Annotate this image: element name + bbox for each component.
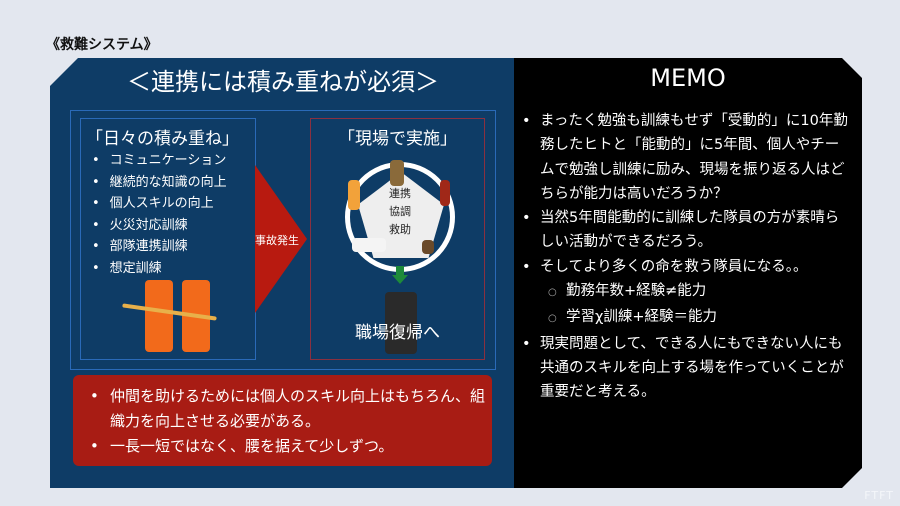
memo-list: まったく勉強も訓練もせず「受動的」に10年勤務したヒトと「能動的」に5年間、個人… <box>522 109 852 405</box>
main-title: ＜連携には積み重ねが必須＞ <box>127 68 439 96</box>
on-site-title: 「現場で実施」 <box>338 129 457 149</box>
list-item: 火災対応訓練 <box>92 215 227 237</box>
memo-title: MEMO <box>650 64 726 92</box>
list-item: 現実問題として、できる人にもできない人にも共通のスキルを向上する場を作っていくこ… <box>522 332 852 405</box>
list-item: 部隊連携訓練 <box>92 236 227 258</box>
list-item: 仲間を助けるためには個人のスキル向上はもちろん、組織力を向上させる必要がある。 <box>90 384 485 434</box>
list-item: 当然5年間能動的に訓練した隊員の方が素晴らしい活動ができるだろう。 <box>522 206 852 255</box>
list-item: そしてより多くの命を救う隊員になる。。 <box>522 255 852 279</box>
daily-training-title: 「日々の積み重ね」 <box>86 129 239 149</box>
list-item: 想定訓練 <box>92 258 227 280</box>
watermark: FTFT <box>864 489 894 502</box>
word: 連携 <box>389 187 411 200</box>
document-title: 《救難システム》 <box>46 37 158 53</box>
list-item: 継続的な知識の向上 <box>92 172 227 194</box>
sub-list-item: 学習χ訓練+経験＝能力 <box>522 305 852 331</box>
list-item: まったく勉強も訓練もせず「受動的」に10年勤務したヒトと「能動的」に5年間、個人… <box>522 109 852 206</box>
arrow-down-icon <box>392 266 408 284</box>
firefighter-icon <box>390 160 404 186</box>
on-site-box <box>310 118 485 360</box>
ladder-rescuer-icon <box>348 180 360 210</box>
arrow-right-icon <box>255 165 307 313</box>
diagram-frame <box>70 110 496 370</box>
cycle-center-text: 連携 協調 救助 <box>380 185 420 239</box>
firefighters-illustration <box>145 280 173 352</box>
summary-list: 仲間を助けるためには個人のスキル向上はもちろん、組織力を向上させる必要がある。 … <box>90 384 485 459</box>
ambulance-icon <box>352 238 386 252</box>
return-to-work-label: 職場復帰へ <box>355 323 440 343</box>
training-list: コミュニケーション 継続的な知識の向上 個人スキルの向上 火災対応訓練 部隊連携… <box>92 150 227 280</box>
list-item: 一長一短ではなく、腰を据えて少しずつ。 <box>90 434 485 459</box>
word: 協調 <box>389 205 411 218</box>
list-item: 個人スキルの向上 <box>92 193 227 215</box>
firefighter-gear-icon <box>385 292 417 354</box>
incident-label: 事故発生 <box>255 234 299 247</box>
sub-list-item: 勤務年数+経験≠能力 <box>522 279 852 305</box>
list-item: コミュニケーション <box>92 150 227 172</box>
hose-nozzle-icon <box>422 240 434 254</box>
firefighter-icon <box>440 180 450 206</box>
word: 救助 <box>389 223 411 236</box>
